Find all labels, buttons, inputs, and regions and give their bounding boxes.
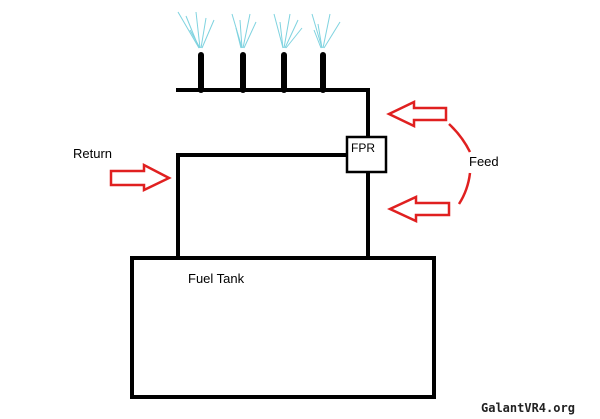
fpr-label: FPR bbox=[351, 141, 375, 155]
fuel-tank-label: Fuel Tank bbox=[188, 271, 245, 286]
spray-2 bbox=[231, 13, 257, 49]
feed-arrow-upper bbox=[386, 100, 448, 128]
fuel-rail-line bbox=[176, 88, 370, 137]
feed-label: Feed bbox=[469, 154, 499, 169]
watermark: GalantVR4.org bbox=[481, 401, 575, 415]
return-label: Return bbox=[73, 146, 112, 161]
spray-3 bbox=[273, 13, 303, 49]
feed-connector-upper bbox=[448, 123, 472, 153]
fpr-box bbox=[345, 135, 388, 174]
feed-arrow-lower bbox=[387, 195, 451, 223]
fuel-tank bbox=[130, 256, 436, 399]
return-arrow bbox=[109, 162, 172, 192]
spray-4 bbox=[311, 13, 341, 49]
spray-1 bbox=[177, 11, 215, 49]
injectors bbox=[198, 52, 326, 93]
return-line bbox=[176, 153, 347, 258]
feed-connector-lower bbox=[457, 172, 472, 205]
fuel-spray bbox=[177, 11, 341, 49]
